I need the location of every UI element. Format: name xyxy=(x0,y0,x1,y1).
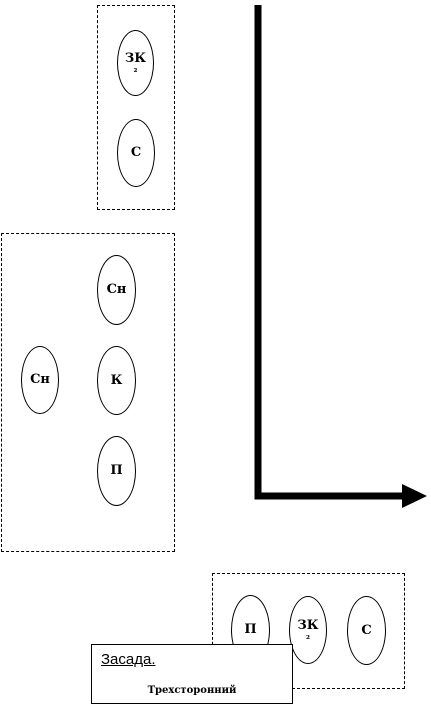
top-node-s-label: С xyxy=(130,145,142,160)
top-node-zk: ЗК ₂ xyxy=(117,30,154,96)
middle-node-k: К xyxy=(97,346,136,415)
middle-node-sn-top-label: Сн xyxy=(106,282,127,297)
bottom-node-zk: ЗК ₂ xyxy=(289,596,327,664)
middle-node-p: П xyxy=(97,436,136,506)
middle-formation-group xyxy=(1,233,175,552)
top-formation-group xyxy=(97,5,175,210)
caption-subtitle: Трехсторонний xyxy=(147,685,237,696)
top-node-zk-subscript: ₂ xyxy=(133,65,138,75)
middle-node-sn-left: Сн xyxy=(21,346,59,414)
arrow-head-icon xyxy=(402,484,427,508)
bottom-node-zk-label: ЗК xyxy=(297,618,319,633)
bottom-node-zk-subscript: ₂ xyxy=(306,632,310,642)
middle-node-sn-left-label: Сн xyxy=(30,372,50,387)
middle-node-k-label: К xyxy=(110,372,123,388)
middle-node-p-label: П xyxy=(110,463,123,478)
top-node-s: С xyxy=(117,119,155,187)
bottom-formation-group xyxy=(212,573,405,689)
bottom-node-s: С xyxy=(347,596,386,665)
bottom-node-p-label: П xyxy=(244,622,257,637)
caption-box: Засада. Трехсторонний xyxy=(91,644,293,704)
top-node-zk-label: ЗК xyxy=(124,51,147,66)
bottom-node-s-label: С xyxy=(361,622,372,638)
middle-node-sn-top: Сн xyxy=(97,255,136,325)
caption-title: Засада. xyxy=(101,651,156,668)
